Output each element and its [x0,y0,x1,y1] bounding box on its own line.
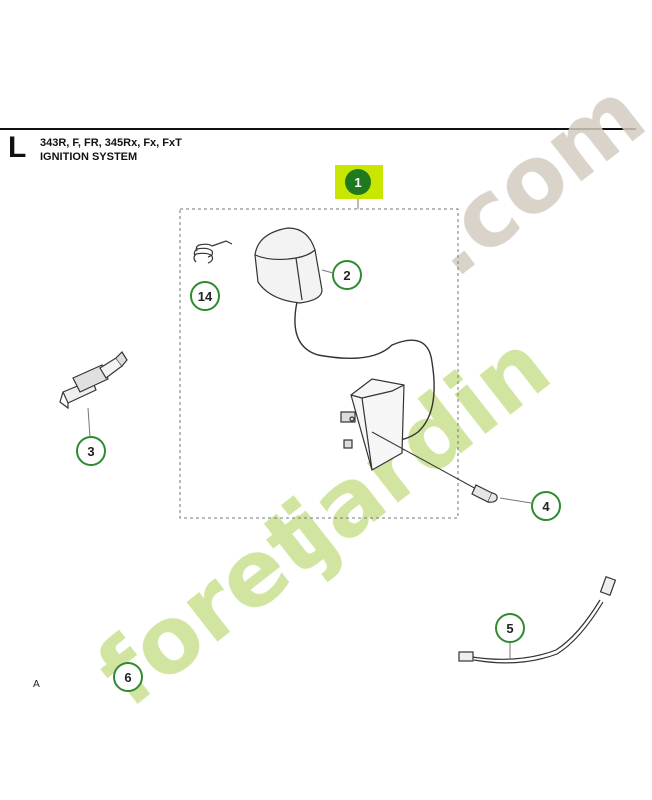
callout-3[interactable]: 3 [76,436,106,466]
section-letter: L [8,131,27,164]
callout-14-ring [190,281,220,311]
callout-1-number: 1 [354,175,361,190]
ignition-lead-cable [294,301,435,442]
callout-2-ring [332,260,362,290]
footer-mark: A [33,679,40,690]
callout-6-number: 6 [124,670,131,685]
callout-14-number: 14 [198,289,213,304]
callout-4-number: 4 [542,499,550,514]
callout-2-leader [321,269,334,274]
callout-3-leader [87,407,91,438]
watermark-text-jardin: jardin [263,312,570,585]
callout-6[interactable]: 6 [113,662,143,692]
callout-2-number: 2 [343,268,350,283]
callout-6-ring [113,662,143,692]
callout-4[interactable]: 4 [531,491,561,521]
system-title: IGNITION SYSTEM [40,151,138,163]
callout-4-ring [531,491,561,521]
assembly-boundary [179,208,459,519]
callout-5-number: 5 [506,621,513,636]
callout-14[interactable]: 14 [190,281,220,311]
spark-plug-illustration [59,351,128,410]
spring-illustration [193,240,233,264]
callout-5[interactable]: 5 [495,613,525,643]
callout-2[interactable]: 2 [332,260,362,290]
callout-3-ring [76,436,106,466]
screw-axis-line [371,431,479,491]
ignition-cap-illustration [254,227,323,304]
cable-illustration [458,576,617,664]
watermark-text-com: .com [403,60,652,297]
ignition-module-illustration [340,378,405,471]
callout-3-number: 3 [87,444,94,459]
callout-5-ring [495,613,525,643]
callout-4-leader [499,497,532,504]
callout-1[interactable]: 1 [335,165,383,199]
screw-illustration [471,484,498,503]
callout-1-badge [345,169,371,195]
model-list: 343R, F, FR, 345Rx, Fx, FxT [40,137,182,149]
header-rule [0,128,636,130]
